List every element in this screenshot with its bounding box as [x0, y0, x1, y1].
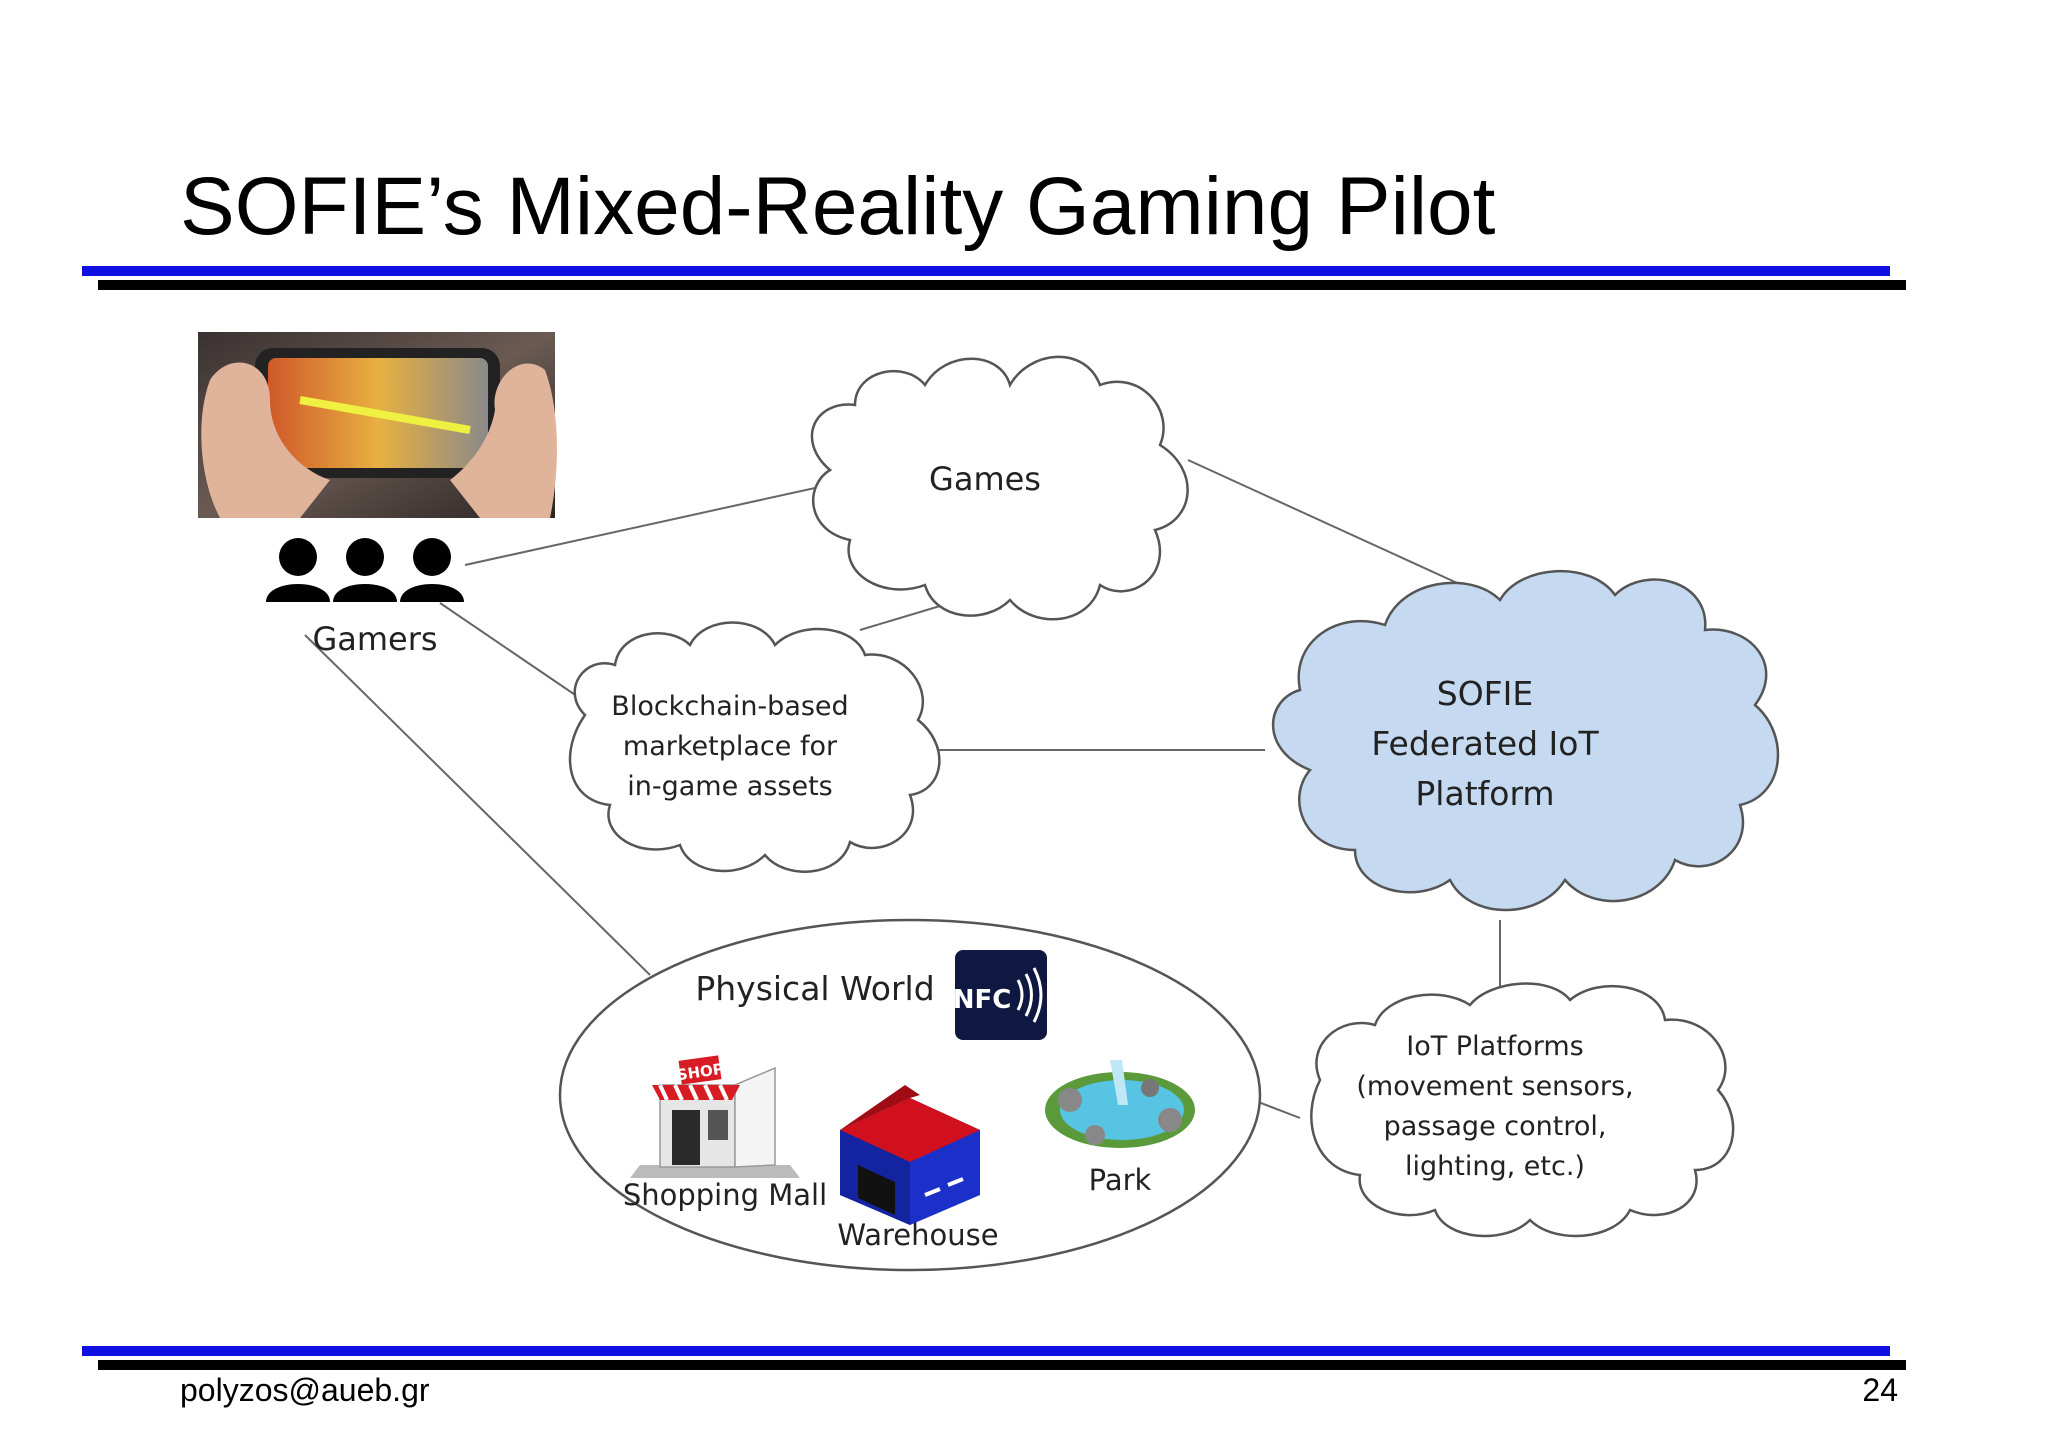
warehouse-label: Warehouse: [837, 1218, 998, 1252]
slide-title: SOFIE’s Mixed-Reality Gaming Pilot: [180, 161, 1496, 252]
line-games-sofie: [1187, 459, 1491, 599]
iot-line-3: passage control,: [1384, 1111, 1607, 1142]
top-rule-black: [98, 280, 1906, 290]
bottom-rule-black: [98, 1360, 1906, 1370]
iot-line-2: (movement sensors,: [1356, 1071, 1633, 1102]
sofie-line-2: Federated IoT: [1371, 724, 1599, 763]
user-group-icon: [266, 538, 464, 602]
line-gamers-marketplace: [439, 602, 591, 706]
park-label: Park: [1089, 1163, 1152, 1197]
park-icon: [1045, 1060, 1195, 1148]
sofie-line-1: SOFIE: [1437, 674, 1534, 713]
line-gamers-physical: [304, 634, 651, 976]
ar-phone-game-photo: [198, 332, 557, 518]
games-cloud: Games: [810, 355, 1189, 621]
line-gamers-games: [464, 487, 816, 566]
games-label: Games: [929, 460, 1041, 498]
gamers-label: Gamers: [312, 620, 437, 658]
nfc-badge-label: NFC: [953, 985, 1012, 1015]
iot-line-1: IoT Platforms: [1406, 1031, 1584, 1062]
physical-world-label: Physical World: [695, 969, 934, 1008]
iot-line-4: lighting, etc.): [1405, 1151, 1585, 1182]
sofie-cloud: SOFIE Federated IoT Platform: [1271, 569, 1780, 912]
iot-platforms-cloud: IoT Platforms (movement sensors, passage…: [1310, 982, 1735, 1238]
marketplace-line-2: marketplace for: [623, 731, 838, 762]
warehouse-icon: [840, 1085, 980, 1225]
physical-world-ellipse: Physical World NFC SHOP Shopping Mall: [558, 918, 1262, 1272]
marketplace-line-1: Blockchain-based: [611, 691, 848, 722]
page-number: 24: [1862, 1372, 1898, 1408]
footer-email: polyzos@aueb.gr: [180, 1372, 430, 1408]
marketplace-line-3: in-game assets: [627, 771, 832, 802]
bottom-rule-blue: [82, 1346, 1890, 1356]
sofie-line-3: Platform: [1415, 774, 1554, 813]
nfc-badge-icon: NFC: [953, 950, 1047, 1040]
shop-icon: SHOP: [630, 1055, 800, 1178]
marketplace-cloud: Blockchain-based marketplace for in-game…: [568, 621, 941, 873]
connector-lines: [304, 459, 1501, 1119]
shopping-mall-label: Shopping Mall: [623, 1178, 827, 1212]
top-rule-blue: [82, 266, 1890, 276]
